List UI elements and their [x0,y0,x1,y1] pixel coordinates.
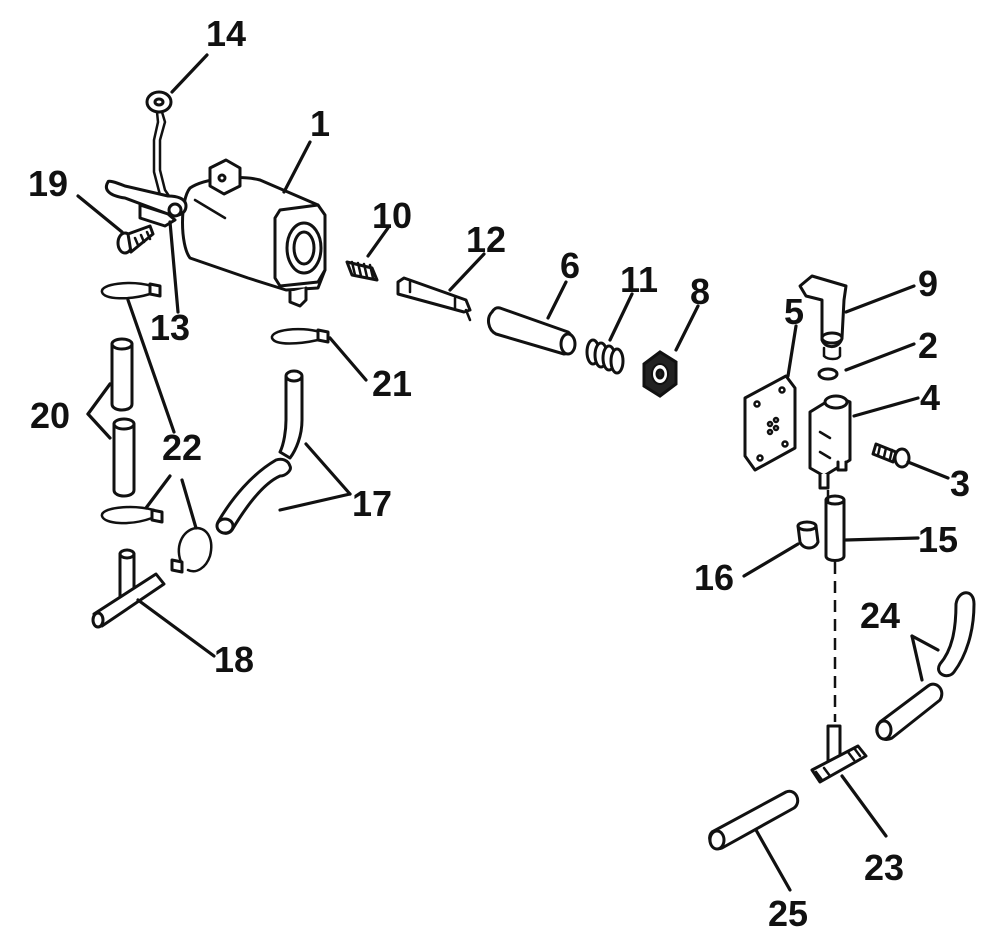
leader-3 [906,460,950,480]
part-plunger-sleeve [487,306,577,356]
leader-5 [786,324,798,378]
leader-17-b [278,492,352,512]
leader-20-a [86,382,112,416]
callout-15: 15 [918,519,958,560]
leader-19 [76,194,124,234]
callout-1: 1 [310,103,330,144]
callout-labels: 1 2 3 4 5 6 8 9 10 11 12 13 14 15 16 17 … [28,13,970,934]
leader-17-a [304,442,352,496]
part-plunger-rod [396,276,472,322]
part-o-ring [817,367,839,381]
callout-14: 14 [206,13,246,54]
part-tube-15 [824,494,846,562]
part-elbow-fitting [798,274,848,361]
leader-15 [844,536,920,542]
leader-16 [742,542,800,578]
callout-25: 25 [768,893,808,934]
callout-4: 4 [920,377,940,418]
leader-11 [608,292,634,342]
leader-8 [674,304,700,352]
part-screw-3 [871,442,911,469]
callout-5: 5 [784,291,804,332]
leader-22-l [144,474,172,510]
part-tee-fitting-18 [91,548,166,629]
part-spring-10 [345,260,379,282]
part-clamps-22 [100,281,213,574]
leader-9 [844,284,916,314]
leader-22-r [180,478,198,530]
callout-19: 19 [28,163,68,204]
part-ring-terminal-wire [145,90,177,207]
part-hose-25 [708,789,800,851]
leader-23 [840,774,888,838]
leader-18 [136,598,216,658]
leader-21 [328,336,368,382]
part-clamp-21 [270,327,330,345]
callout-13: 13 [150,307,190,348]
callout-24: 24 [860,595,900,636]
part-terminal-strap [104,179,188,228]
part-tee-fitting-23 [810,724,868,784]
callout-21: 21 [372,363,412,404]
part-nut [642,350,678,398]
callout-16: 16 [694,557,734,598]
callout-8: 8 [690,271,710,312]
callout-17: 17 [352,483,392,524]
part-solenoid [181,158,327,308]
leader-1 [282,140,312,194]
part-hoses-24 [875,591,976,741]
callout-23: 23 [864,847,904,888]
part-hoses-20 [110,337,136,498]
callout-20: 20 [30,395,70,436]
callout-2: 2 [918,325,938,366]
callout-3: 3 [950,463,970,504]
leader-14 [170,53,209,94]
leader-2 [844,342,916,372]
callout-18: 18 [214,639,254,680]
leader-24-b [910,634,924,682]
leader-lines [76,53,950,892]
callout-10: 10 [372,195,412,236]
leader-4 [852,396,920,418]
leader-20-b [86,412,112,440]
leader-10 [366,226,390,258]
callout-11: 11 [620,259,658,300]
part-spring-11 [585,338,625,375]
leader-6 [546,280,568,320]
part-hoses-17 [215,369,304,535]
part-screw-19 [116,224,155,255]
callout-22: 22 [162,427,202,468]
part-pump-body [808,394,852,490]
callout-6: 6 [560,245,580,286]
part-cap [796,520,820,550]
leader-13 [168,220,180,314]
part-gasket-plate [743,374,797,472]
leader-12 [448,252,486,292]
callout-12: 12 [466,219,506,260]
leader-25 [754,828,792,892]
leader-24-a [910,634,940,652]
leader-22-up [126,298,176,434]
callout-9: 9 [918,263,938,304]
